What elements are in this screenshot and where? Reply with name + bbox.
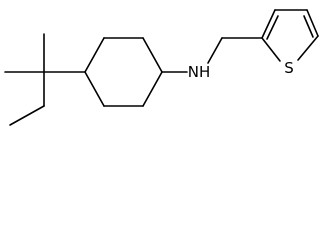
thiophene-sulfur-label: S xyxy=(284,59,294,77)
thiophene-c2-c3-double-bond-outer xyxy=(261,9,276,39)
amine-nh-label: NH xyxy=(188,63,211,81)
molecule-structure-diagram: NH S xyxy=(4,9,319,126)
thiophene-c4-c5-double-bond-inner xyxy=(303,15,314,38)
ring-bond-1 xyxy=(84,37,105,73)
amine-linker xyxy=(161,37,263,73)
cyclohexane-ring xyxy=(84,37,163,107)
ring-bond-6 xyxy=(84,71,105,107)
ethyl-ch2-to-ch3-bond xyxy=(9,105,45,126)
thiophene-sulfur-c2-bond xyxy=(261,37,281,62)
nitrogen-to-methylene-bond xyxy=(207,37,223,64)
thiophene-c4-c5-double-bond-outer xyxy=(306,9,319,37)
thiophene-c5-sulfur-bond xyxy=(297,35,319,61)
ring-bond-4 xyxy=(142,71,163,107)
thiophene-c2-c3-double-bond-inner xyxy=(266,15,279,40)
ring-bond-3 xyxy=(142,37,163,73)
tert-pentyl-group xyxy=(4,33,86,126)
thiophene-ring xyxy=(261,9,319,62)
